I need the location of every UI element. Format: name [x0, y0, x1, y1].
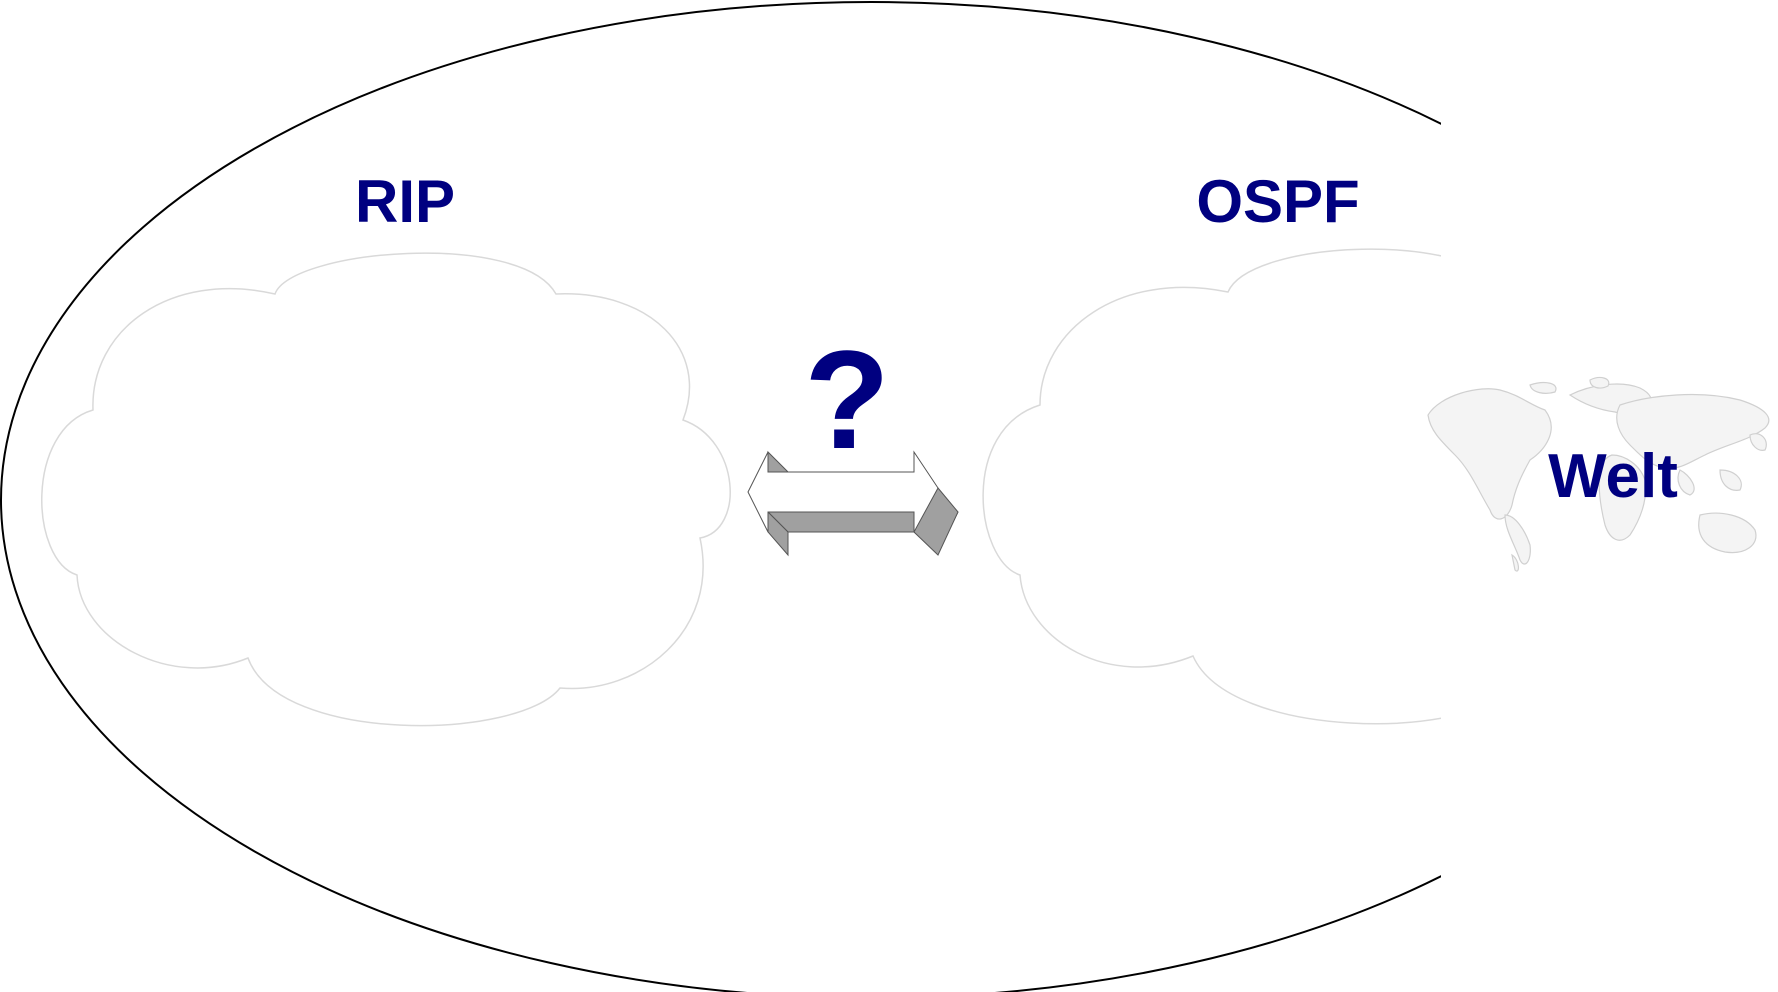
ospf-cloud [982, 248, 1441, 725]
world-map-icon [1427, 376, 1770, 572]
double-headed-3d-arrow-icon [747, 450, 959, 557]
ospf-label: OSPF [1196, 168, 1359, 235]
world-label: Welt [1548, 442, 1678, 511]
rip-label: RIP [355, 168, 455, 235]
rip-cloud [41, 252, 731, 727]
question-mark-label: ? [804, 321, 890, 478]
domain-boundary-ellipse [0, 1, 1441, 992]
